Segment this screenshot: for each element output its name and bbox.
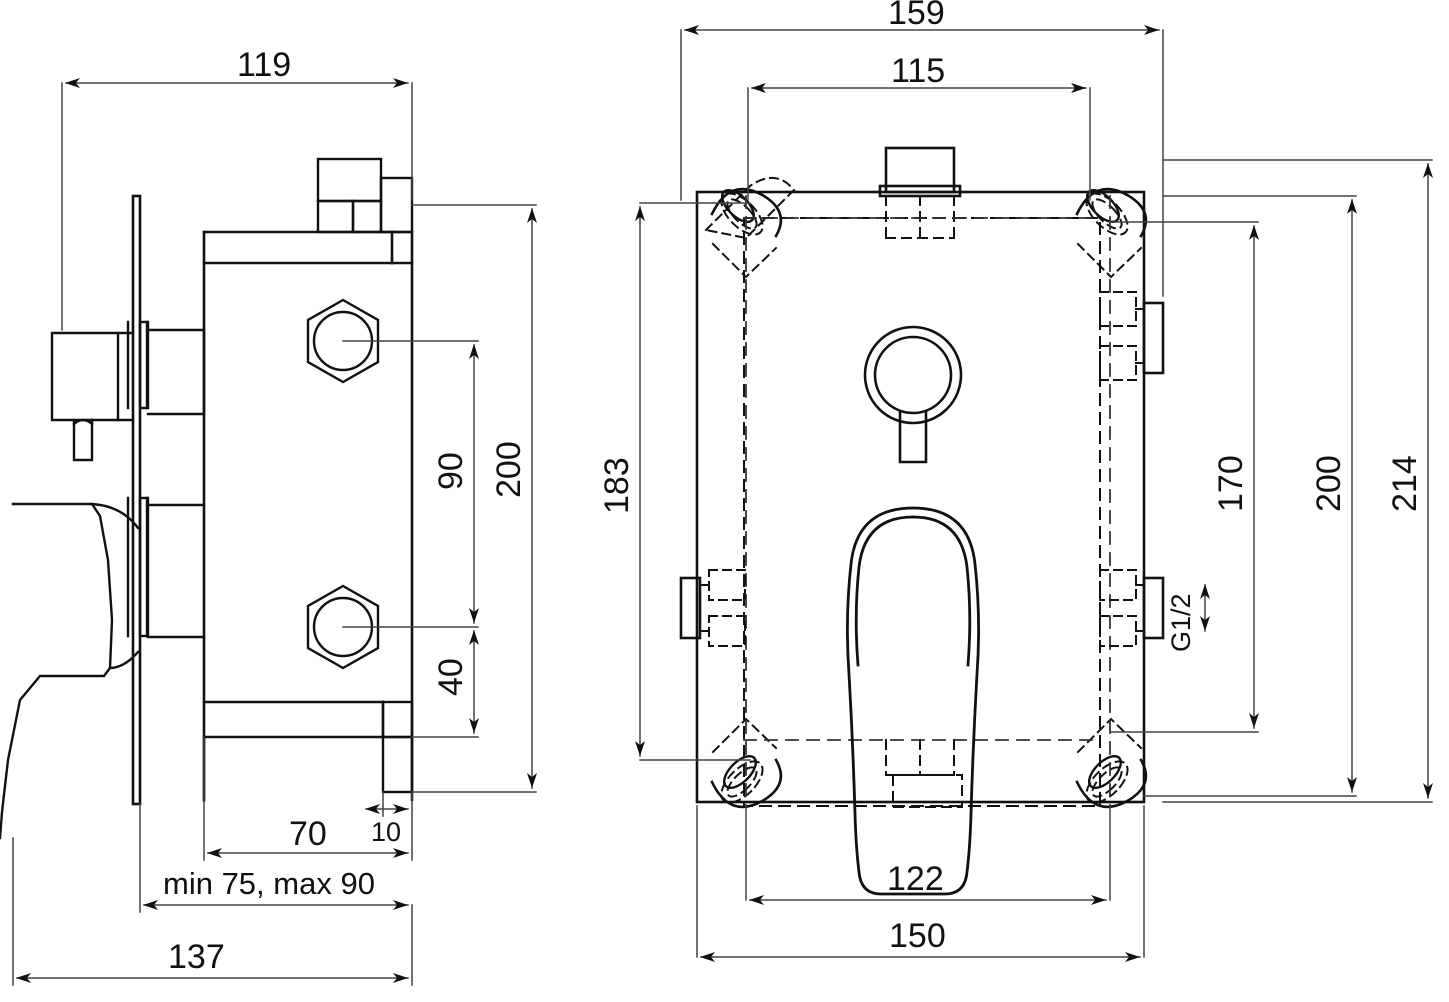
dim-label-183: 183 [598,457,636,514]
dim-label-min-max: min 75, max 90 [163,866,375,901]
dim-label-200-front: 200 [1310,455,1348,512]
dim-label-40: 40 [432,658,470,696]
dimension-labels: 119 200 90 40 70 10 min 75, max 90 137 1… [163,0,1424,976]
dim-label-159: 159 [888,0,945,32]
front-view-geometry [679,146,1165,896]
dim-label-g12: G1/2 [1166,593,1196,652]
dim-label-150: 150 [889,917,946,955]
dim-label-115: 115 [891,52,945,90]
dim-label-214: 214 [1386,455,1424,512]
dim-label-122: 122 [887,860,944,898]
dim-label-119: 119 [237,46,291,84]
dim-label-137: 137 [168,938,225,976]
dim-label-200-side: 200 [490,441,528,498]
dim-label-10: 10 [371,817,401,847]
dim-label-90: 90 [432,452,470,490]
side-view-dimensions [12,78,537,986]
dim-label-170: 170 [1212,455,1250,512]
front-view-dimensions [635,25,1433,962]
dim-label-70: 70 [289,815,327,853]
